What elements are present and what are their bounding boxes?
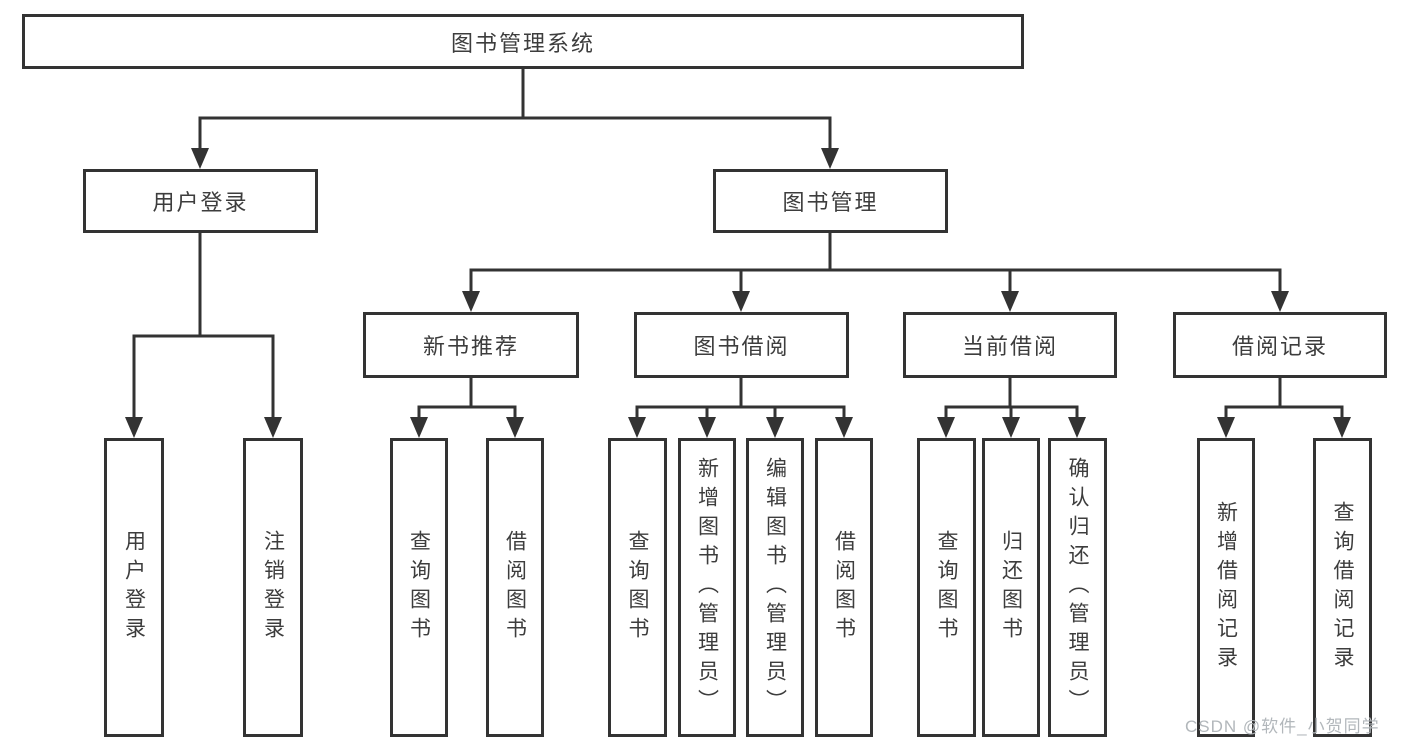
node-label: 查询借阅记录 (1331, 500, 1354, 675)
leaf-add-borrow-record: 新增借阅记录 (1197, 438, 1255, 737)
node-label: 查询图书 (407, 529, 431, 646)
node-label: 确认归还（管理员） (1066, 457, 1089, 718)
csdn-watermark: CSDN @软件_小贺同学 (1185, 717, 1380, 736)
node-label: 用户登录 (122, 529, 146, 646)
node-library-system: 图书管理系统 (22, 14, 1024, 69)
node-current-borrow: 当前借阅 (903, 312, 1117, 378)
leaf-edit-books-admin: 编辑图书（管理员） (746, 438, 804, 737)
leaf-logout: 注销登录 (243, 438, 303, 737)
leaf-add-books-admin: 新增图书（管理员） (678, 438, 736, 737)
node-label: 查询图书 (626, 529, 649, 646)
node-borrow-records: 借阅记录 (1173, 312, 1387, 378)
node-label: 借阅图书 (503, 529, 527, 646)
arrowhead-icons (125, 148, 1351, 438)
node-label: 新增图书（管理员） (695, 457, 719, 718)
node-label: 归还图书 (999, 529, 1023, 646)
leaf-return-books: 归还图书 (982, 438, 1040, 737)
node-label: 图书管理 (782, 190, 879, 215)
node-label: 借阅记录 (1231, 334, 1328, 359)
node-label: 注销登录 (261, 529, 285, 646)
leaf-user-login: 用户登录 (104, 438, 164, 737)
node-new-book-recommend: 新书推荐 (363, 312, 579, 378)
leaf-query-books-borrow: 查询图书 (608, 438, 667, 737)
node-label: 图书借阅 (693, 334, 790, 359)
leaf-borrow-books-recommend: 借阅图书 (486, 438, 544, 737)
node-label: 新增借阅记录 (1214, 500, 1238, 675)
node-label: 新书推荐 (422, 334, 519, 359)
leaf-query-borrow-record: 查询借阅记录 (1313, 438, 1372, 737)
leaf-confirm-return-admin: 确认归还（管理员） (1048, 438, 1107, 737)
node-label: 当前借阅 (961, 334, 1058, 359)
node-label: 用户登录 (152, 190, 249, 215)
node-label: 图书管理系统 (450, 30, 595, 56)
node-book-management: 图书管理 (713, 169, 948, 233)
node-label: 编辑图书（管理员） (763, 457, 787, 718)
node-label: 借阅图书 (832, 529, 856, 646)
node-user-login: 用户登录 (83, 169, 318, 233)
leaf-query-books-current: 查询图书 (917, 438, 976, 737)
node-label: 查询图书 (935, 529, 958, 646)
leaf-borrow-books: 借阅图书 (815, 438, 873, 737)
leaf-query-books-recommend: 查询图书 (390, 438, 448, 737)
node-book-borrow: 图书借阅 (634, 312, 849, 378)
